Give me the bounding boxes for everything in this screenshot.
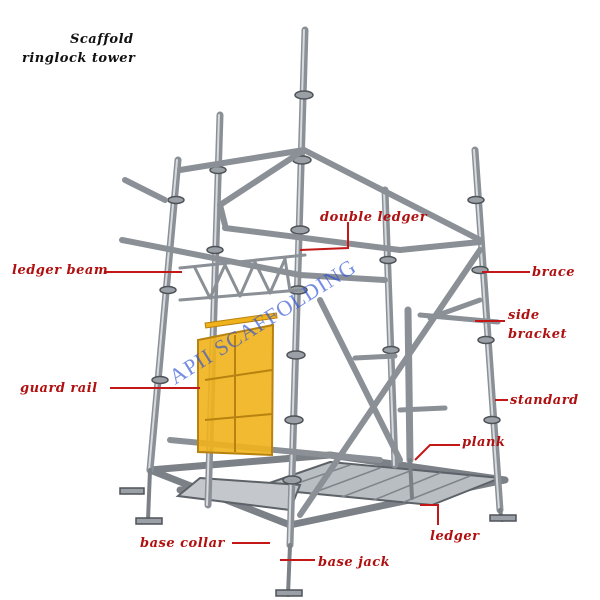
part-labels: double ledger ledger beam brace side bra… <box>12 210 579 570</box>
guard-rail-gate <box>197 312 278 457</box>
label-ledger: ledger <box>430 529 480 544</box>
scaffold-structure <box>119 26 517 597</box>
leader-lines <box>105 222 530 561</box>
title-line-1: Scaffold <box>70 32 134 47</box>
label-plank: plank <box>462 435 505 450</box>
label-guard-rail: guard rail <box>20 381 98 396</box>
rosettes <box>151 90 501 485</box>
base-plates <box>119 487 517 597</box>
ledger-beam-truss <box>178 253 307 302</box>
side-bracket-frame <box>352 297 501 413</box>
title-block: Scaffold ringlock tower <box>22 32 136 66</box>
label-base-jack: base jack <box>318 555 390 570</box>
top-ledgers <box>119 147 483 283</box>
label-double-ledger: double ledger <box>320 210 428 225</box>
label-standard: standard <box>510 393 579 408</box>
label-side-bracket-1: side <box>508 308 540 323</box>
label-brace: brace <box>532 265 575 280</box>
label-ledger-beam: ledger beam <box>12 263 108 278</box>
label-base-collar: base collar <box>140 536 226 551</box>
label-side-bracket-2: bracket <box>508 327 567 342</box>
title-line-2: ringlock tower <box>22 51 136 66</box>
